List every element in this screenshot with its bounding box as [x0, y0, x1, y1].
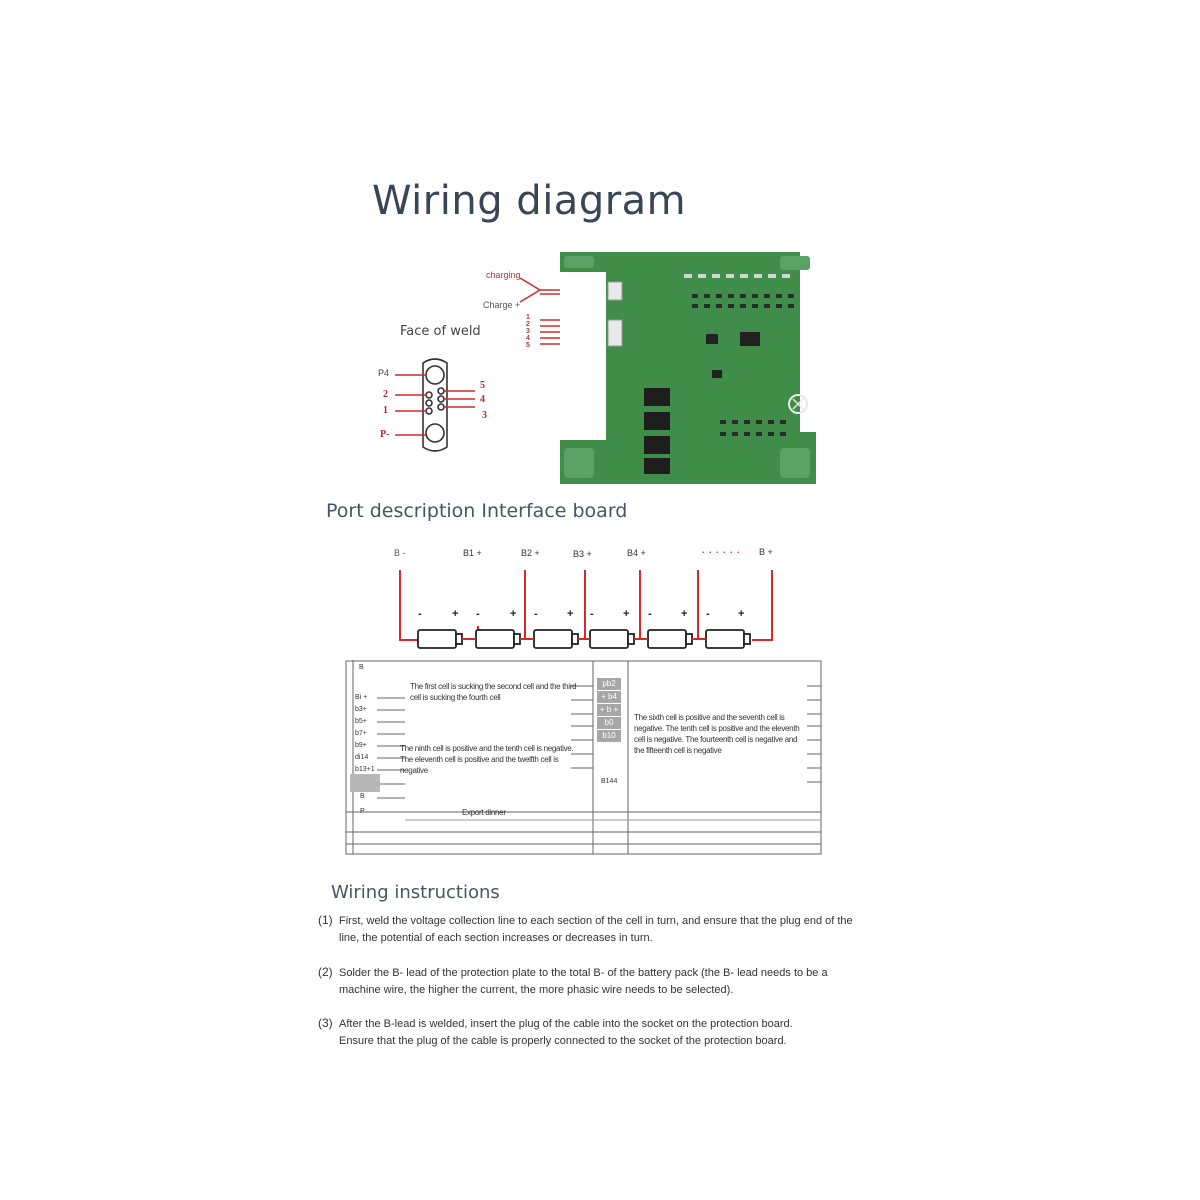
instruction-number: (3) — [318, 1016, 333, 1030]
pin-number: 3 — [526, 328, 530, 335]
sign-plus: + — [452, 608, 459, 620]
port-description-heading: Port description Interface board — [326, 500, 628, 522]
sign-minus: - — [590, 608, 594, 620]
sign-plus: + — [738, 608, 745, 620]
table-left-label: b5+ — [355, 718, 367, 725]
sign-plus: + — [681, 608, 688, 620]
table-left-label: di14 — [355, 754, 369, 761]
sign-minus: - — [476, 608, 480, 620]
page-title: Wiring diagram — [372, 178, 687, 224]
table-note-ninth-cell: The ninth cell is positive and the tenth… — [400, 744, 574, 775]
terminal-label-b-minus: B - — [394, 548, 406, 558]
table-chip: + b + — [597, 704, 621, 716]
table-left-label: b13+1 — [355, 766, 375, 773]
sign-minus: - — [706, 608, 710, 620]
pcb-artwork — [560, 252, 816, 484]
weld-label-p-minus: P- — [380, 429, 390, 440]
table-note-sixth-cell: The sixth cell is positive and the seven… — [634, 713, 800, 755]
pin-number: 2 — [526, 321, 530, 328]
terminal-label-b-plus: B + — [759, 547, 773, 557]
weld-label-p4: P4 — [378, 368, 390, 378]
table-export-label: Export dinner — [462, 808, 506, 817]
wiring-instructions-heading: Wiring instructions — [331, 882, 500, 903]
weld-label-4: 4 — [480, 394, 485, 405]
weld-label-2: 2 — [383, 389, 388, 400]
table-middle-bottom-label: B144 — [601, 778, 618, 785]
pin-number: 5 — [526, 342, 530, 349]
table-chip: b10 — [597, 730, 621, 742]
instruction-text: After the B-lead is welded, insert the p… — [339, 1018, 793, 1047]
pin-number: 4 — [526, 335, 530, 342]
sign-minus: - — [418, 608, 422, 620]
port-table-grid — [345, 660, 822, 855]
sign-minus: - — [534, 608, 538, 620]
terminal-label-b1-plus: B1 + — [463, 548, 482, 558]
table-left-label: b9+ — [355, 742, 367, 749]
weld-label-3: 3 — [482, 410, 487, 421]
battery-cell-chain — [399, 570, 773, 649]
weld-label-1: 1 — [383, 405, 388, 416]
terminal-label-b3-plus: B3 + — [573, 549, 592, 559]
cell-polarity-signs: - + - + - + - + - + - + — [418, 608, 758, 622]
table-chip: pb2 — [597, 678, 621, 690]
table-note-first-cell: The first cell is sucking the second cel… — [410, 682, 577, 702]
table-left-label: b7+ — [355, 730, 367, 737]
face-of-weld-title: Face of weld — [400, 324, 481, 339]
sign-plus: + — [567, 608, 574, 620]
terminal-label-b4-plus: B4 + — [627, 548, 646, 558]
weld-label-5: 5 — [480, 380, 485, 391]
table-left-label: P — [360, 808, 365, 815]
sign-minus: - — [648, 608, 652, 620]
terminal-dots: . . . . . . — [702, 545, 741, 555]
protection-board-pcb — [560, 252, 816, 484]
table-left-label: B — [359, 664, 364, 671]
instruction-text: Solder the B- lead of the protection pla… — [339, 967, 828, 996]
instruction-number: (2) — [318, 965, 333, 979]
table-left-label: Bi + — [355, 694, 368, 701]
terminal-label-b2-plus: B2 + — [521, 548, 540, 558]
table-left-label: b3+ — [355, 706, 367, 713]
table-left-label: B — [360, 793, 365, 800]
charging-label: charging — [486, 270, 521, 280]
face-of-weld-connector — [395, 358, 475, 452]
connector-pin-numbers: 1 2 3 4 5 — [526, 314, 536, 349]
instruction-text: First, weld the voltage collection line … — [339, 915, 853, 944]
instruction-number: (1) — [318, 913, 333, 927]
sign-plus: + — [623, 608, 630, 620]
table-chip: b0 — [597, 717, 621, 729]
charge-plus-label: Charge + — [483, 300, 521, 310]
pin-number: 1 — [526, 314, 530, 321]
table-chip: + b4 — [597, 691, 621, 703]
sign-plus: + — [510, 608, 517, 620]
